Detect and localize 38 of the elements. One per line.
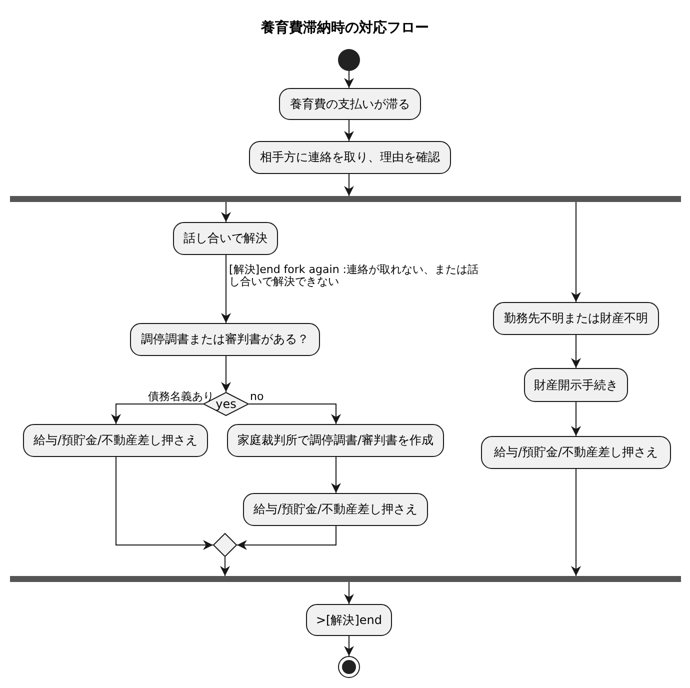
edge-label: no [250, 391, 265, 403]
fork-bar [10, 196, 681, 202]
arrow [221, 202, 231, 222]
arrow [116, 456, 214, 550]
arrow [221, 356, 231, 392]
arrow [344, 174, 354, 196]
arrow [111, 404, 204, 424]
arrow [344, 582, 354, 604]
arrow [331, 456, 341, 494]
decision-diamond [213, 533, 237, 557]
end-node [338, 656, 360, 678]
fork-bar [10, 576, 681, 582]
action-box: 財産開示手続き [524, 368, 628, 402]
action-box: 家庭裁判所で調停調書/審判書を作成 [227, 424, 444, 457]
title: 養育費滞納時の対応フロー [260, 19, 430, 37]
action-box: 給与/預貯金/不動産差し押さえ [23, 424, 208, 457]
start-node [338, 49, 360, 71]
action-box: 相手方に連絡を取り、理由を確認 [249, 141, 451, 174]
action-box: 給与/預貯金/不動産差し押さえ [481, 436, 671, 469]
action-box: 養育費の支払いが滞る [279, 88, 421, 120]
action-box: 給与/預貯金/不動産差し押さえ [243, 493, 428, 526]
arrow [221, 254, 231, 324]
arrow [248, 404, 341, 424]
arrow [571, 402, 581, 436]
arrow [344, 636, 354, 656]
action-box: 勤務先不明または財産不明 [493, 302, 659, 335]
action-box: 話し合いで解決 [173, 222, 278, 255]
action-box: >[解決]end [306, 604, 392, 636]
arrow [344, 70, 354, 88]
edge-label: [解決]end fork again :連絡が取れない、または話し合いで解決できない [229, 264, 480, 288]
arrow [571, 468, 581, 576]
arrow [571, 202, 581, 302]
arrow [220, 556, 230, 576]
edge-label: 債務名義あり [147, 391, 214, 403]
action-box: 調停調書または審判書がある？ [130, 323, 320, 356]
arrow [236, 526, 336, 550]
arrow [344, 120, 354, 142]
arrow [571, 334, 581, 368]
